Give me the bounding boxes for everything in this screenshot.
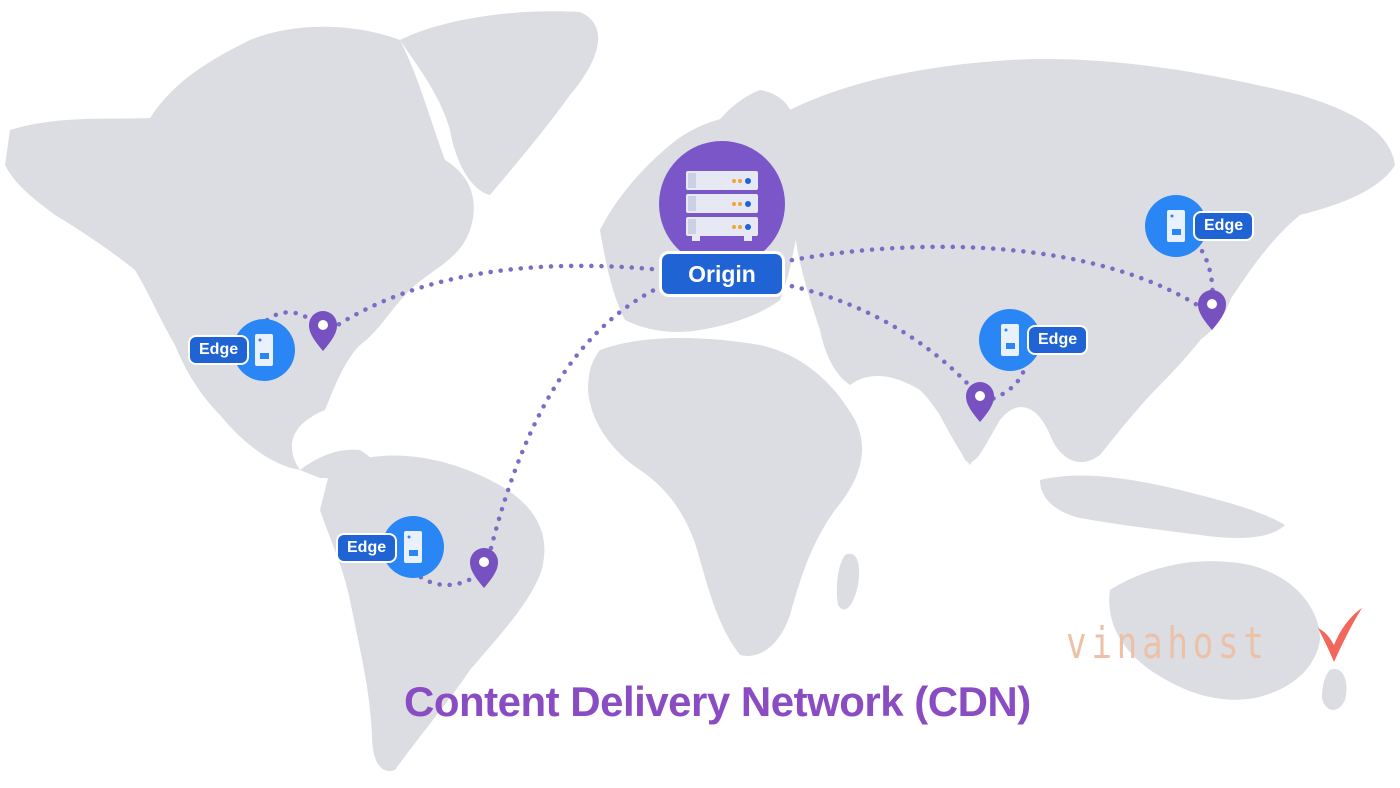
location-pin-icon [309,311,337,351]
route-origin-to-us-east [327,263,665,333]
edge-server-icon [1167,210,1185,242]
edge-node-east-asia [1145,195,1207,257]
location-pin-icon [966,382,994,422]
island-new-zealand [1322,669,1347,710]
continent-south-america [320,455,545,771]
continent-asia [790,59,1395,463]
region-india [920,358,1005,465]
edge-node-asia [979,309,1041,371]
continent-africa [588,338,863,656]
edge-server-icon [1001,324,1019,356]
edge-server-icon [255,334,273,366]
route-origin-to-japan [779,244,1208,313]
diagram-caption: Content Delivery Network (CDN) [404,678,1031,725]
region-southeast-asia-islands [1040,475,1285,538]
route-india-pin-to-asia-edge [981,357,1030,405]
continent-greenland [400,11,599,195]
location-pins [309,290,1226,588]
server-rack-icon [686,171,758,241]
route-origin-to-brazil [485,283,665,563]
island-madagascar [836,553,860,610]
edge-server-icon [404,531,422,563]
edge-node-north-america [233,319,295,381]
brand-watermark: vinahost [1066,618,1269,669]
edge-label-east-asia: Edge [1195,213,1253,239]
continent-australia [1109,561,1320,700]
edge-node-south-america [382,516,444,578]
edge-label-south-america: Edge [338,535,396,561]
location-pin-icon [470,548,498,588]
network-routes [255,244,1215,588]
route-japan-pin-to-east-asia-edge [1197,245,1215,303]
route-origin-to-india [779,281,981,398]
edge-label-north-america: Edge [190,337,248,363]
checkmark-icon [1318,608,1362,662]
origin-label: Origin [662,254,782,294]
edge-nodes [233,195,1207,578]
edge-label-asia: Edge [1029,327,1087,353]
location-pin-icon [1198,290,1226,330]
origin-node [659,141,785,267]
continent-north-america [5,26,474,470]
